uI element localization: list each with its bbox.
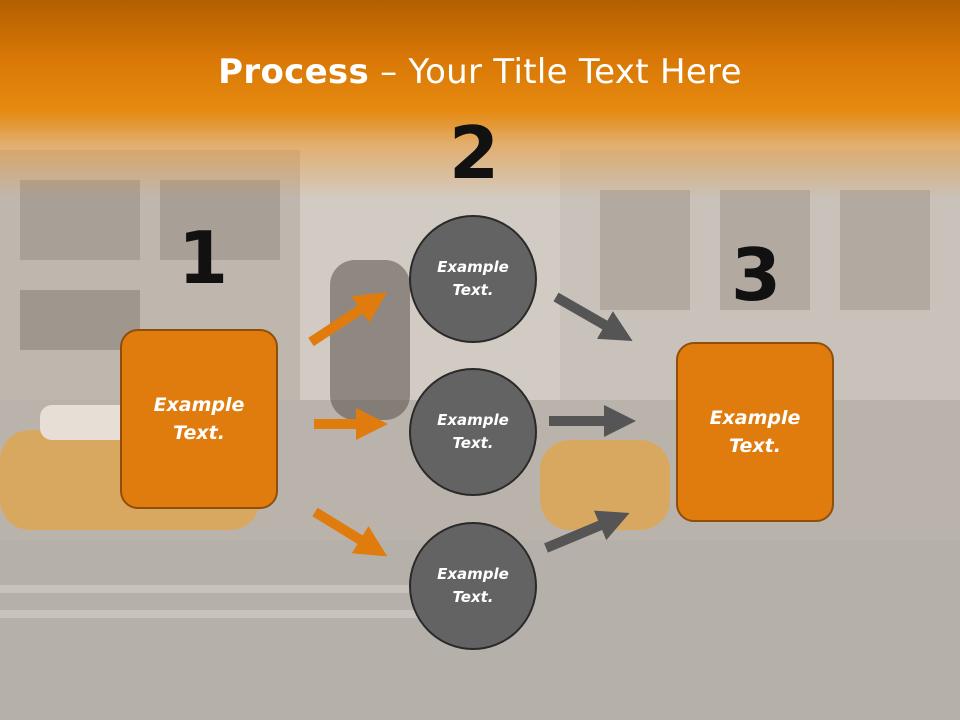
gray-arrow-up <box>544 510 630 553</box>
right-box-line2: Text. <box>729 435 781 457</box>
circle-1-line2: Text. <box>452 281 494 299</box>
left-process-box: Example Text. <box>120 329 278 509</box>
title-rest: – Your Title Text Here <box>369 52 742 92</box>
process-circle-2: Example Text. <box>409 368 537 496</box>
title-bold: Process <box>218 52 370 92</box>
right-box-line1: Example <box>709 406 801 429</box>
circle-3-line2: Text. <box>452 588 494 606</box>
gray-arrow-down <box>553 292 633 341</box>
circle-3-line1: Example <box>437 564 509 583</box>
left-box-line1: Example <box>153 393 245 416</box>
circle-2-line2: Text. <box>452 434 494 452</box>
orange-arrow-down <box>312 507 388 557</box>
step-number-1: 1 <box>178 216 229 300</box>
left-box-line2: Text. <box>173 422 225 444</box>
right-process-box: Example Text. <box>676 342 834 522</box>
circle-2-line1: Example <box>437 410 509 429</box>
process-circle-1: Example Text. <box>409 215 537 343</box>
title-band <box>0 0 960 200</box>
step-number-2: 2 <box>449 111 500 195</box>
process-circle-3: Example Text. <box>409 522 537 650</box>
step-number-3: 3 <box>731 233 782 317</box>
circle-1-line1: Example <box>437 257 509 276</box>
slide-title: Process – Your Title Text Here <box>0 52 960 92</box>
orange-arrow-up <box>308 292 388 347</box>
